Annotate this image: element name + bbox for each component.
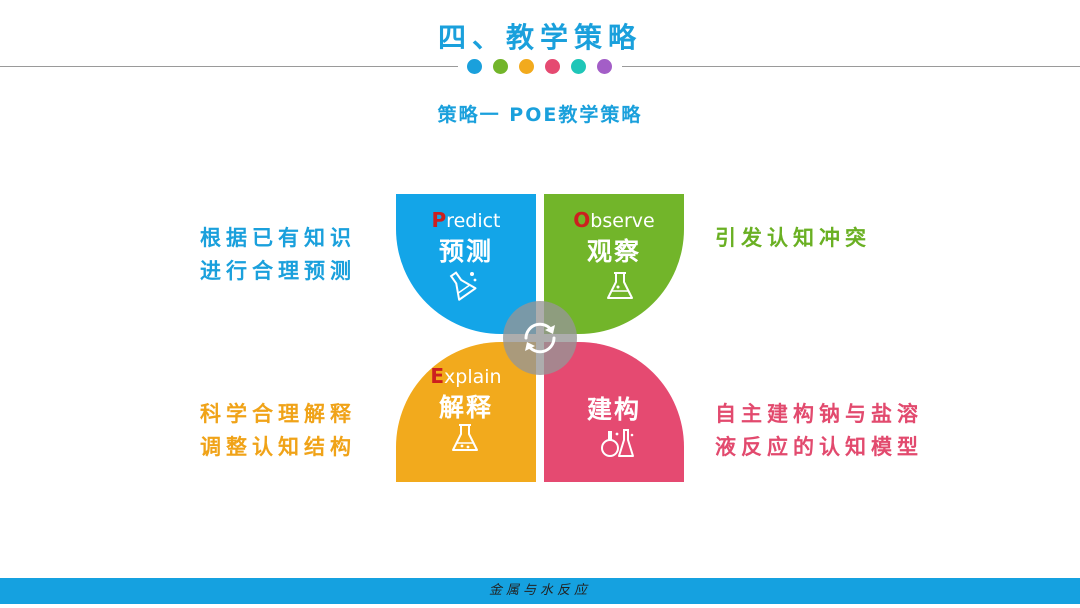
predict-initial: P xyxy=(431,208,447,232)
predict-description: 根据已有知识 进行合理预测 xyxy=(200,222,356,288)
observe-rest: bserve xyxy=(590,210,655,232)
explain-description: 科学合理解释 调整认知结构 xyxy=(200,398,356,464)
observe-initial: O xyxy=(573,208,591,232)
dot-3 xyxy=(519,59,534,74)
explain-line-2: 调整认知结构 xyxy=(200,435,356,459)
center-circle xyxy=(503,301,577,375)
construct-chinese: 建构 xyxy=(586,395,641,424)
beaker-icon xyxy=(607,272,633,299)
observe-petal: Observe 观察 xyxy=(544,194,684,334)
dot-4 xyxy=(545,59,560,74)
predict-rest: redict xyxy=(446,210,501,232)
explain-english: Explain xyxy=(396,364,536,388)
refresh-cycle-icon xyxy=(524,322,556,354)
observe-line-1: 引发认知冲突 xyxy=(715,226,871,250)
predict-chinese: 预测 xyxy=(438,237,493,266)
dot-6 xyxy=(597,59,612,74)
construct-description: 自主建构钠与盐溶 液反应的认知模型 xyxy=(715,398,923,464)
explain-petal: Explain 解释 xyxy=(396,342,536,482)
explain-initial: E xyxy=(430,364,445,388)
predict-line-1: 根据已有知识 xyxy=(200,226,356,250)
divider-left xyxy=(0,66,458,67)
construct-line-1: 自主建构钠与盐溶 xyxy=(715,402,923,426)
observe-description: 引发认知冲突 xyxy=(715,222,871,255)
footer-text: 金属与水反应 xyxy=(488,583,591,598)
flask-icon xyxy=(449,271,477,301)
explain-rest: xplain xyxy=(444,366,502,388)
predict-english: Predict xyxy=(396,208,536,232)
section-subtitle: 策略一 POE教学策略 xyxy=(437,104,643,126)
observe-english: Observe xyxy=(544,208,684,232)
flask-icon xyxy=(452,424,478,451)
construct-line-2: 液反应的认知模型 xyxy=(715,435,923,459)
page-title: 四、教学策略 xyxy=(437,21,642,54)
explain-chinese: 解释 xyxy=(438,393,493,422)
lab-glassware-icon xyxy=(601,429,634,457)
footer-bar: 金属与水反应 xyxy=(0,578,1080,604)
divider-right xyxy=(622,66,1080,67)
explain-line-1: 科学合理解释 xyxy=(200,402,356,426)
color-dots xyxy=(467,59,612,74)
dot-1 xyxy=(467,59,482,74)
dot-5 xyxy=(571,59,586,74)
dot-2 xyxy=(493,59,508,74)
observe-chinese: 观察 xyxy=(586,237,641,266)
predict-line-2: 进行合理预测 xyxy=(200,259,356,283)
